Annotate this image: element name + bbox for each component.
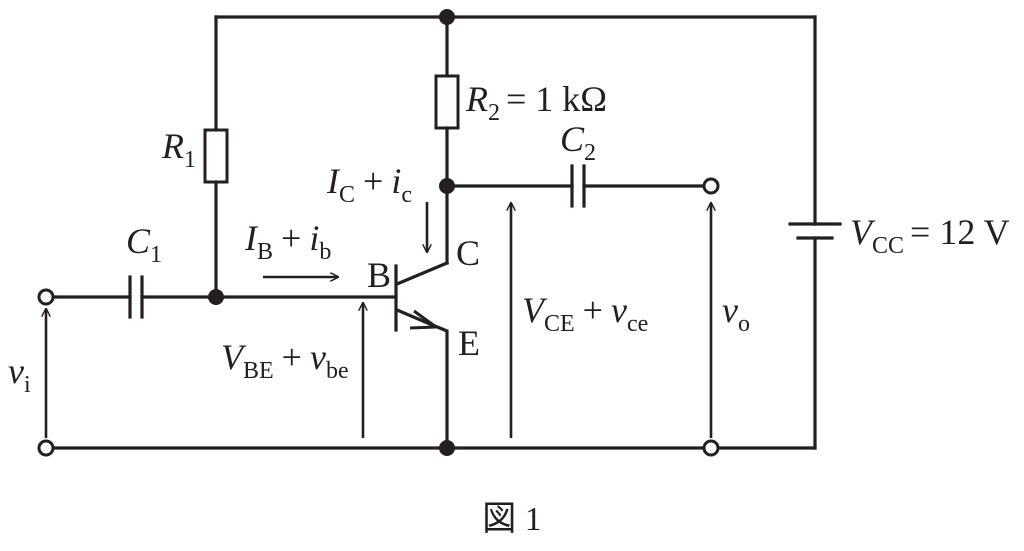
output-terminal-bottom <box>702 439 720 457</box>
input-terminal-bottom <box>37 439 55 457</box>
vce-label: VCE+vce <box>522 290 648 337</box>
node-collector <box>439 178 455 194</box>
vbe-label: VBE+vbe <box>221 337 349 384</box>
figure-caption: 図 1 <box>482 501 542 538</box>
node-top <box>439 9 455 25</box>
transistor-emitter-lead <box>394 307 433 327</box>
vi-label: vi <box>8 351 31 398</box>
vcc-label: VCC= 12 V <box>850 212 1010 259</box>
vo-label: vo <box>722 290 750 337</box>
ic-label: IC+ic <box>326 161 412 208</box>
r2-label: R2= 1 kΩ <box>465 79 607 126</box>
r1-label: R1 <box>161 126 196 173</box>
c1-label: C1 <box>126 221 162 268</box>
input-terminal-top <box>37 288 55 306</box>
r1-resistor <box>203 128 229 184</box>
ib-label: IB+ib <box>244 218 331 265</box>
r2-resistor <box>434 74 460 130</box>
collector-terminal-label: C <box>456 233 480 273</box>
c2-label: C2 <box>560 119 596 166</box>
output-terminal-top <box>702 177 720 195</box>
node-ground <box>439 440 455 456</box>
emitter-wire <box>427 321 449 450</box>
emitter-terminal-label: E <box>458 323 480 363</box>
transistor-collector-lead <box>394 260 450 287</box>
node-base <box>208 289 224 305</box>
base-terminal-label: B <box>367 255 391 295</box>
